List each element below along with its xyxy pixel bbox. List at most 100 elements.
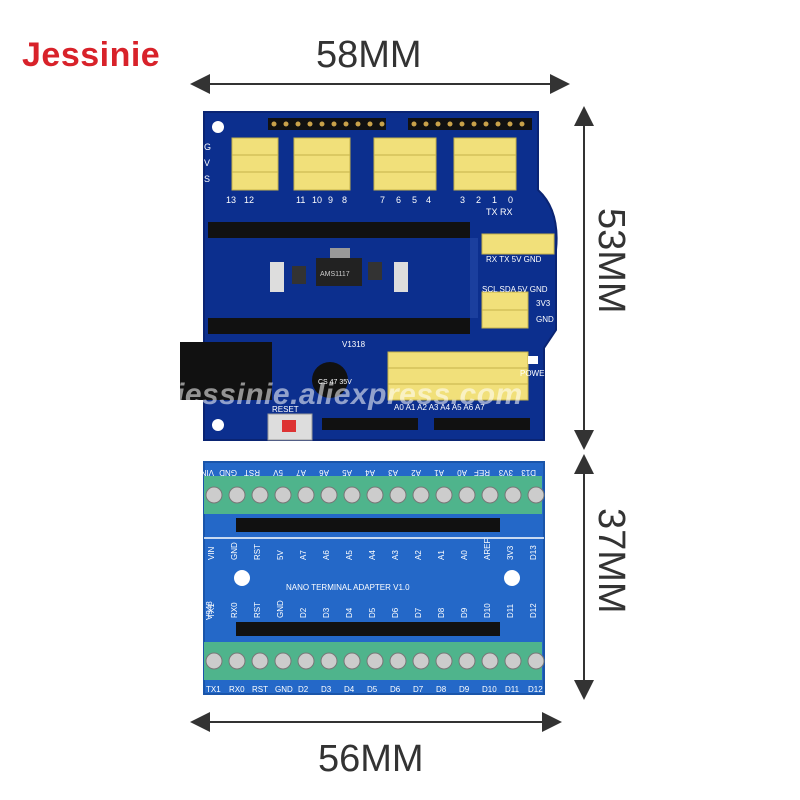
upper-pin-label-10: A1 <box>437 550 446 560</box>
gvs-v: V <box>204 158 210 168</box>
pin-label-7: 7 <box>380 195 385 205</box>
electrolytic-capacitor <box>312 362 348 398</box>
upper-pin-label-3: 5V <box>276 550 285 560</box>
bottom-edge-label-8: D6 <box>390 685 401 694</box>
top-edge-label-7: A4 <box>365 468 375 477</box>
terminal-title: NANO TERMINAL ADAPTER V1.0 <box>286 583 410 592</box>
top-edge-label-11: A0 <box>457 468 467 477</box>
lower-pin-label-1: RX0 <box>230 602 239 618</box>
upper-pin-label-0: VIN <box>207 546 216 560</box>
lower-pin-label-8: D6 <box>391 607 400 618</box>
bottom-edge-label-13: D11 <box>505 685 520 694</box>
pin-label-1: 1 <box>492 195 497 205</box>
bottom-edge-label-3: GND <box>275 685 293 694</box>
top-edge-label-13: 3V3 <box>498 468 513 477</box>
serial-labels: RX TX 5V GND <box>486 255 542 264</box>
bottom-edge-label-14: D12 <box>528 685 543 694</box>
lower-pin-label-3: GND <box>276 600 285 618</box>
bottom-edge-label-4: D2 <box>298 685 309 694</box>
upper-pin-label-8: A3 <box>391 550 400 560</box>
bottom-edge-label-12: D10 <box>482 685 497 694</box>
capacitor-label: CS 47 35V <box>318 379 352 386</box>
bottom-edge-label-9: D7 <box>413 685 424 694</box>
lower-pin-label-11: D9 <box>460 607 469 618</box>
lower-pin-label-4: D2 <box>299 607 308 618</box>
top-edge-label-1: GND <box>219 468 237 477</box>
pin-label-2: 2 <box>476 195 481 205</box>
bottom-edge-label-1: RX0 <box>229 685 245 694</box>
lower-pin-label-7: D5 <box>368 607 377 618</box>
pin-label-5: 5 <box>412 195 417 205</box>
upper-pin-label-1: GND <box>230 542 239 560</box>
pin-label-6: 6 <box>396 195 401 205</box>
top-edge-label-14: D13 <box>521 468 536 477</box>
pin-label-4: 4 <box>426 195 431 205</box>
lower-pin-label-2: RST <box>253 602 262 618</box>
top-edge-label-10: A1 <box>434 468 444 477</box>
watermark: jessinie.aliexpress.com <box>176 378 523 411</box>
power-label: POWER <box>520 369 550 378</box>
bottom-edge-label-11: D9 <box>459 685 470 694</box>
bottom-edge-label-7: D5 <box>367 685 378 694</box>
dimension-top-width: 58MM <box>316 34 422 76</box>
upper-pin-label-9: A2 <box>414 550 423 560</box>
terminal-version: V948 <box>205 601 214 620</box>
lower-pin-label-13: D11 <box>506 603 515 618</box>
top-edge-label-12: REF <box>474 468 490 477</box>
brand-logo: Jessinie <box>22 36 161 74</box>
pin-label-10: 10 <box>312 195 322 205</box>
lower-pin-label-0: TX1 <box>207 603 216 618</box>
pin-label-group1b: 12 <box>244 195 254 205</box>
top-edge-label-5: A6 <box>319 468 329 477</box>
upper-pin-label-6: A5 <box>345 550 354 560</box>
pwr-gnd-label: GND <box>536 315 554 324</box>
dimension-bottom-width: 56MM <box>318 738 424 780</box>
top-edge-label-3: 5V <box>273 468 283 477</box>
top-edge-label-6: A5 <box>342 468 352 477</box>
regulator-label: AMS1117 <box>320 271 350 278</box>
upper-pin-label-11: A0 <box>460 550 469 560</box>
pin-label-11: 11 <box>296 195 305 205</box>
pin-label-9: 9 <box>328 195 333 205</box>
pwr-3v3-label: 3V3 <box>536 299 551 308</box>
txrx-label: TX RX <box>486 207 513 217</box>
gvs-g: G <box>204 142 211 152</box>
upper-pin-label-12: AREF <box>483 539 492 560</box>
lower-pin-label-14: D12 <box>529 603 538 618</box>
top-edge-label-0: VIN <box>200 468 214 477</box>
pin-label-group1: 13 <box>226 195 236 205</box>
top-edge-label-9: A2 <box>411 468 421 477</box>
power-led <box>528 356 538 364</box>
lower-pin-label-9: D7 <box>414 607 423 618</box>
lower-pin-label-5: D3 <box>322 607 331 618</box>
dc-power-jack <box>180 342 272 400</box>
bottom-edge-label-2: RST <box>252 685 268 694</box>
gvs-s: S <box>204 174 210 184</box>
upper-pin-label-13: 3V3 <box>506 545 515 560</box>
analog-labels: A0 A1 A2 A3 A4 A5 A6 A7 <box>394 403 485 412</box>
top-edge-label-8: A3 <box>388 468 398 477</box>
bottom-edge-label-0: TX1 <box>206 685 221 694</box>
upper-pin-label-5: A6 <box>322 550 331 560</box>
upper-pin-label-2: RST <box>253 544 262 560</box>
lower-pin-label-10: D8 <box>437 607 446 618</box>
i2c-labels: SCL SDA 5V GND <box>482 285 548 294</box>
reset-label: RESET <box>272 405 299 414</box>
upper-pin-label-4: A7 <box>299 550 308 560</box>
pin-label-8: 8 <box>342 195 347 205</box>
bottom-edge-label-10: D8 <box>436 685 447 694</box>
nano-io-shield-board: G V S 13 12 11 10 9 8 7 6 5 4 3 2 1 0 TX… <box>180 111 558 441</box>
pin-label-3: 3 <box>460 195 465 205</box>
top-edge-label-2: RST <box>244 468 260 477</box>
upper-pin-label-7: A4 <box>368 550 377 560</box>
lower-pin-label-12: D10 <box>483 603 492 618</box>
bottom-edge-label-5: D3 <box>321 685 332 694</box>
voltage-regulator <box>316 258 362 286</box>
bottom-edge-label-6: D4 <box>344 685 355 694</box>
shield-version: V1318 <box>342 340 366 349</box>
top-edge-label-4: A7 <box>296 468 306 477</box>
pin-label-0: 0 <box>508 195 513 205</box>
upper-pin-label-14: D13 <box>529 545 538 560</box>
